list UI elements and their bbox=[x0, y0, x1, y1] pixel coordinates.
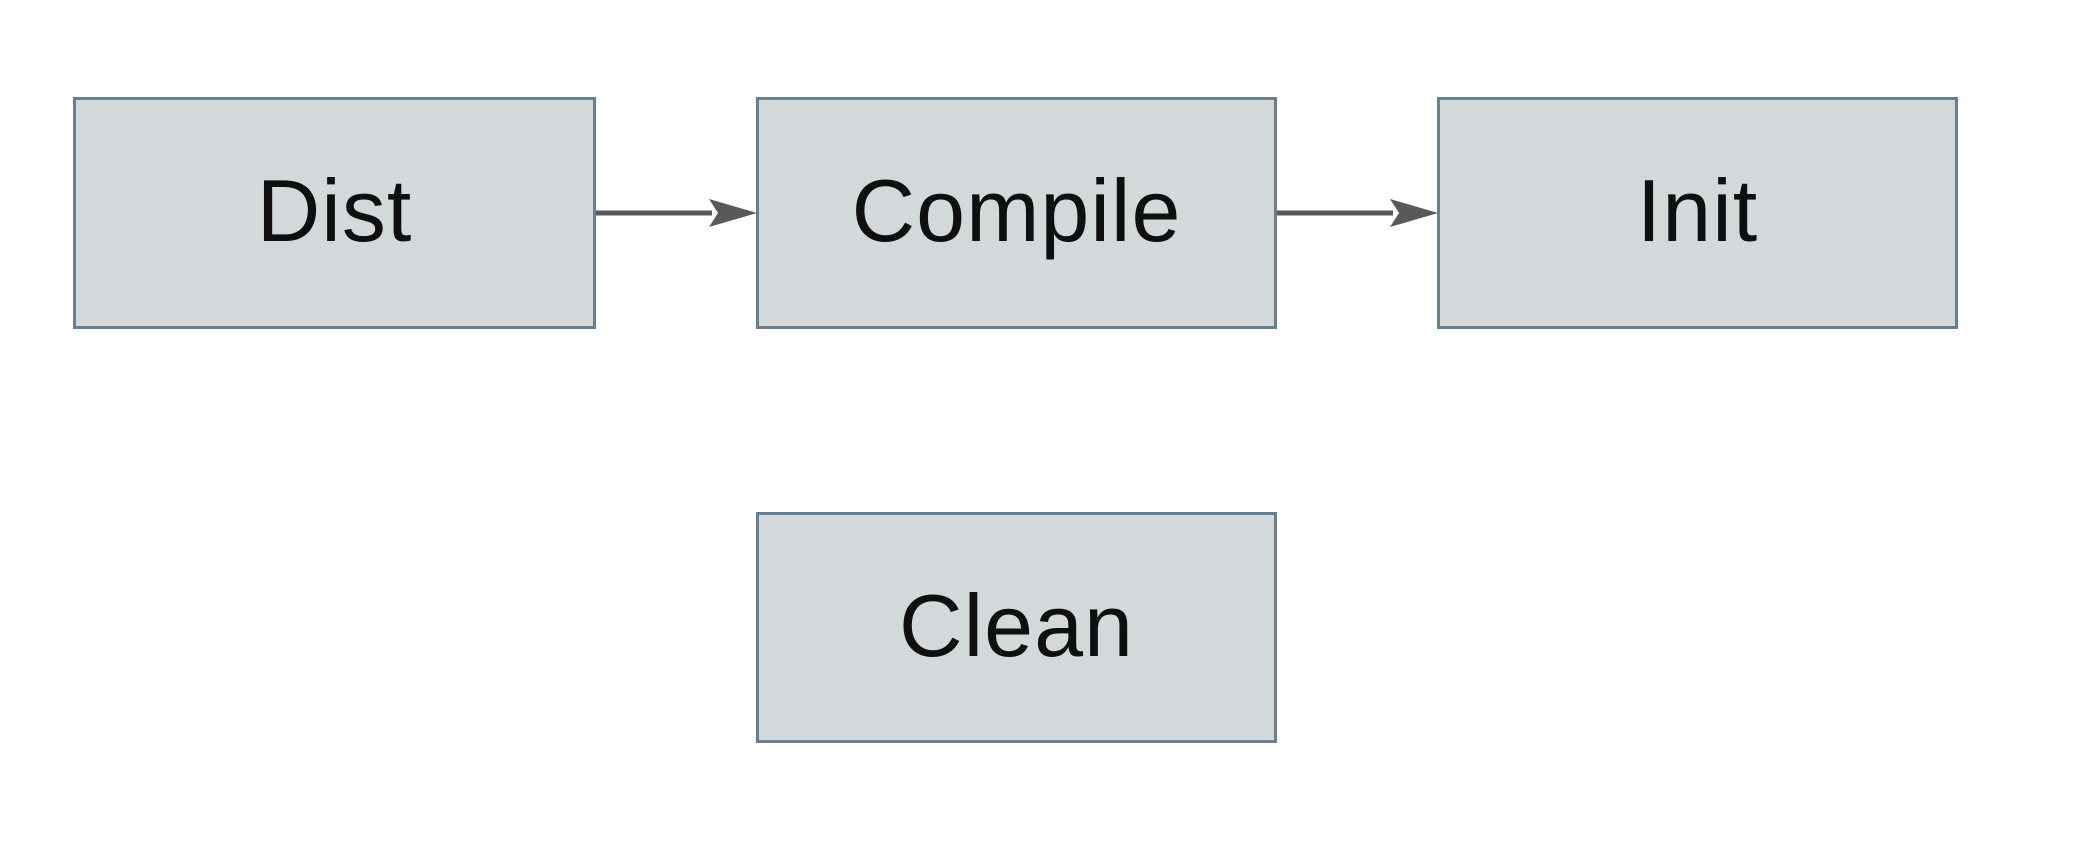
node-clean[interactable]: Clean bbox=[756, 512, 1277, 743]
node-compile[interactable]: Compile bbox=[756, 97, 1277, 329]
arrow-dist-to-compile[interactable] bbox=[596, 199, 757, 227]
node-init[interactable]: Init bbox=[1437, 97, 1958, 329]
node-clean-label: Clean bbox=[899, 575, 1134, 675]
node-dist-label: Dist bbox=[256, 161, 413, 260]
node-init-label: Init bbox=[1636, 161, 1759, 260]
arrow-compile-to-init[interactable] bbox=[1277, 199, 1438, 227]
node-compile-label: Compile bbox=[851, 161, 1182, 260]
node-dist[interactable]: Dist bbox=[73, 97, 596, 329]
